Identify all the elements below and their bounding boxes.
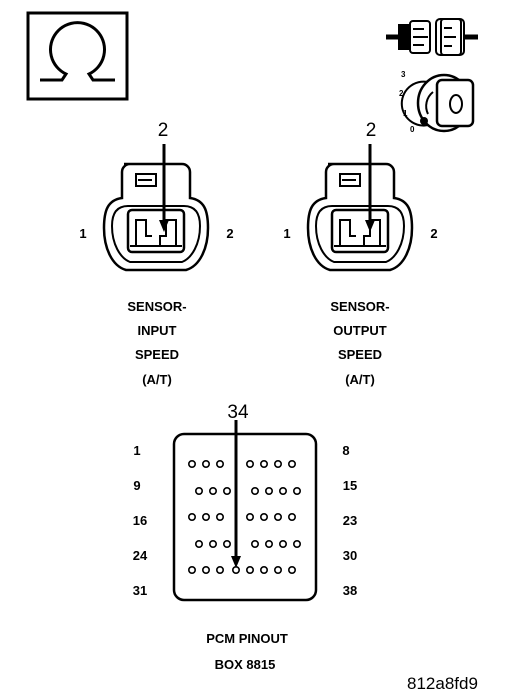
pcm-row-end-3: 23 [342,513,358,528]
pcm-pin-hole [195,486,204,495]
pcm-pin-hole [209,539,218,548]
pcm-pin-hole [292,486,301,495]
pcm-probe-pin: 34 [227,402,249,423]
pcm-pin-hole [246,512,255,521]
pcm-pin-hole [188,512,197,521]
sensor-input-name-line-2: INPUT [137,323,177,338]
figure-code: 812a8fd9 [407,674,478,693]
ignition-key-icon [400,73,475,133]
pcm-pin-hole [246,459,255,468]
sensor-input-name-line-4: (A/T) [142,372,172,387]
pcm-pin-hole [251,539,260,548]
pcm-pin-hole [223,486,232,495]
sensor-output-name-line-3: SPEED [337,347,383,362]
pcm-pin-hole [195,539,204,548]
pcm-pin-hole [259,512,268,521]
pcm-pin-hole [216,565,225,574]
sensor-output-pin-right: 2 [430,226,438,241]
pcm-pin-hole [287,565,296,574]
pcm-caption-line-2: BOX 8815 [214,657,276,672]
sensor-connector-input [102,144,210,272]
pcm-row-start-1: 1 [133,443,141,458]
sensor-output-probe-pin: 2 [365,120,377,141]
pcm-pin-hole [202,512,211,521]
pcm-pin-hole [273,565,282,574]
pcm-pin-hole [202,459,211,468]
pcm-pin-hole [188,459,197,468]
pcm-row-start-2: 9 [133,478,141,493]
connector-icon [386,18,478,56]
ignition-position-0: 0 [410,125,415,134]
sensor-connector-output [306,144,414,272]
pcm-row-end-2: 15 [342,478,358,493]
pcm-pin-hole [259,459,268,468]
pcm-pin-hole [259,565,268,574]
pcm-caption-line-1: PCM PINOUT [206,631,288,646]
pcm-pin-hole [264,539,273,548]
sensor-input-probe-pin: 2 [157,120,169,141]
pcm-pin-hole [216,512,225,521]
pcm-pin-hole [287,459,296,468]
sensor-output-name-line-4: (A/T) [345,372,375,387]
pcm-pin-hole [223,539,232,548]
pcm-pin-hole [292,539,301,548]
pcm-pin-hole [251,486,260,495]
pcm-row-end-1: 8 [342,443,350,458]
pcm-pin-hole [287,512,296,521]
pcm-pin-hole [246,565,255,574]
sensor-output-name-line-1: SENSOR- [330,299,390,314]
pcm-connector [172,420,318,602]
pcm-pin-hole [278,486,287,495]
pcm-row-end-4: 30 [342,548,358,563]
pcm-pin-hole [216,459,225,468]
pcm-pin-hole [273,459,282,468]
sensor-output-name-line-2: OUTPUT [333,323,387,338]
sensor-output-pin-left: 1 [283,226,291,241]
pcm-pin-hole [273,512,282,521]
ignition-position-3: 3 [401,70,406,79]
sensor-input-pin-left: 1 [79,226,87,241]
pcm-pin-hole [209,486,218,495]
pcm-pin-hole [188,565,197,574]
pcm-pin-hole [202,565,211,574]
ignition-position-1: 1 [403,109,408,118]
pcm-row-start-4: 24 [132,548,148,563]
ohm-meter-icon [26,11,129,101]
pcm-row-start-5: 31 [132,583,148,598]
pcm-pin-hole [264,486,273,495]
ignition-position-2: 2 [399,89,404,98]
pcm-row-end-5: 38 [342,583,358,598]
pcm-pin-hole [278,539,287,548]
sensor-input-pin-right: 2 [226,226,234,241]
pcm-row-start-3: 16 [132,513,148,528]
sensor-input-name-line-3: SPEED [134,347,180,362]
sensor-input-name-line-1: SENSOR- [127,299,187,314]
